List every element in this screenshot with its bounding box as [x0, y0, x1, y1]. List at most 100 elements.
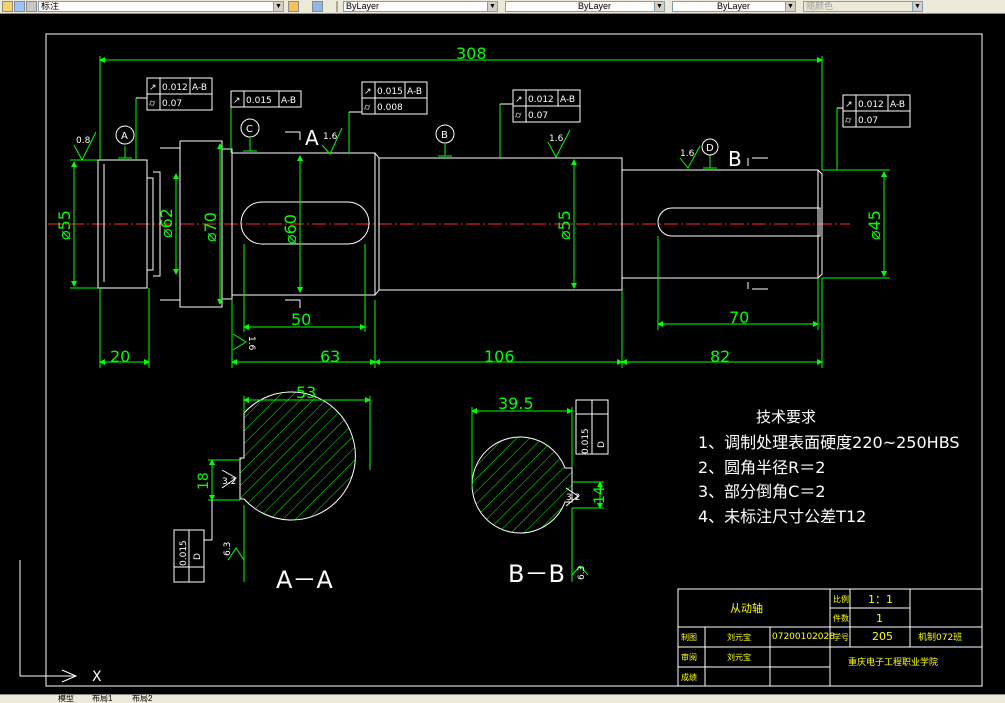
linetype-select[interactable]: ByLayer ▼	[505, 1, 665, 12]
roughness-1-6-a: 1.6	[323, 132, 338, 142]
roughness-3-2-b: 3.2	[566, 493, 580, 503]
tb-drawn-label: 制图	[681, 632, 697, 642]
chevron-down-icon: ▼	[912, 2, 922, 11]
gdt-frame-2: 0.015 A-B ↗	[230, 90, 302, 108]
runout-icon: ↗	[233, 96, 241, 106]
dim-key-50: 50	[291, 310, 311, 329]
runout-icon: ↗	[515, 95, 523, 105]
gdt-2-ref: A-B	[281, 96, 296, 106]
toolbar-separator	[336, 1, 338, 12]
gdt-frame-5: 0.012 A-B 0.07 ↗ ⌭	[837, 94, 911, 128]
dimension-text: 308 20 63 106 82 50 70 ⌀55 ⌀62 ⌀70 ⌀60 ⌀…	[55, 44, 884, 366]
gdt-1-tol1: 0.012	[162, 83, 188, 93]
dim-section-b-depth: 14	[592, 486, 608, 504]
gdt-3-tol1: 0.015	[377, 87, 403, 97]
tech-line-1: 1、调制处理表面硬度220~250HBS	[698, 433, 960, 452]
shaft-outline	[97, 140, 823, 308]
gdt-a-ref: D	[193, 553, 203, 560]
section-b-label: B－B	[508, 560, 565, 588]
tb-drawn-name: 刘元宝	[727, 632, 751, 642]
make-current-layer-icon[interactable]	[288, 1, 299, 12]
chevron-down-icon[interactable]: ▼	[487, 2, 497, 11]
title-block: 从动轴 比例 1：1 件数 1 制图 刘元宝 07200102028 学号 20…	[677, 588, 983, 687]
chevron-down-icon[interactable]: ▼	[785, 2, 795, 11]
section-a-label: A－A	[276, 566, 333, 594]
lineweight-select-value: ByLayer	[717, 1, 751, 11]
roughness-text: 0.8 1.6 1.6 1.6 1.6	[76, 132, 695, 351]
roughness-1-6-b: 1.6	[549, 134, 564, 144]
color-select-value: ByLayer	[346, 1, 380, 11]
gdt-3-tol2: 0.008	[377, 103, 403, 113]
cylindricity-icon: ⌭	[149, 99, 156, 109]
datum-d: D	[706, 143, 714, 154]
color-select[interactable]: ByLayer ▼	[343, 1, 498, 12]
runout-icon: ↗	[149, 83, 157, 93]
lineweight-select[interactable]: ByLayer ▼	[672, 1, 796, 12]
tb-seq-value: 205	[872, 630, 893, 643]
dim-len-82: 82	[710, 347, 730, 366]
cylindricity-icon: ⌭	[845, 116, 852, 126]
datum-symbols: A C B D A B	[115, 118, 742, 171]
roughness-0-8: 0.8	[76, 136, 91, 146]
layout-tabs: 模型 布局1 布局2	[0, 694, 1005, 703]
tab-layout-1[interactable]: 布局1	[92, 695, 113, 703]
layer-previous-icon[interactable]	[312, 1, 323, 12]
plotstyle-select: 随颜色 ▼	[803, 1, 923, 12]
dim-key-70: 70	[729, 308, 749, 327]
chevron-down-icon[interactable]: ▼	[654, 2, 664, 11]
tb-part-name: 从动轴	[730, 601, 763, 615]
plotstyle-select-value: 随颜色	[806, 1, 834, 11]
gdt-5-ref: A-B	[890, 100, 905, 110]
tab-model[interactable]: 模型	[58, 695, 74, 703]
gdt-4-tol1: 0.012	[528, 95, 554, 105]
drawing-canvas[interactable]: 308 20 63 106 82 50 70 ⌀55 ⌀62 ⌀70 ⌀60 ⌀…	[0, 14, 1005, 703]
drawing-border	[45, 33, 983, 687]
tech-title: 技术要求	[756, 408, 816, 426]
roughness-6-3-b: 6.3	[577, 566, 587, 580]
roughness-3-2-a: 3.2	[222, 477, 236, 487]
dim-len-106: 106	[484, 347, 515, 366]
gdt-1-tol2: 0.07	[162, 99, 182, 109]
section-b-view: 39.5 14 3.2 6.3 0.015 D B－B	[471, 394, 609, 588]
layer-select[interactable]: 标注 ▼	[38, 1, 284, 12]
cylindricity-icon: ⌭	[364, 103, 371, 113]
cylindricity-icon: ⌭	[515, 111, 522, 121]
layer-select-value: 标注	[41, 1, 60, 11]
layer-bulb-icon[interactable]	[2, 1, 13, 12]
tech-line-3: 3、部分倒角C＝2	[698, 482, 826, 501]
dim-len-63: 63	[320, 347, 340, 366]
datum-a: A	[121, 131, 128, 142]
tb-school: 重庆电子工程职业学院	[848, 656, 938, 668]
gdt-4-ref: A-B	[560, 95, 575, 105]
tab-layout-2[interactable]: 布局2	[132, 695, 153, 703]
gdt-1-ref: A-B	[192, 83, 207, 93]
gdt-2-tol1: 0.015	[246, 96, 272, 106]
dim-d55-left: ⌀55	[55, 210, 74, 240]
section-cut-markers	[285, 131, 768, 308]
roughness-6-3-a: 6.3	[223, 542, 233, 556]
dim-section-a-width: 53	[296, 383, 316, 402]
gdt-frame-3: 0.015 A-B 0.008 ↗ ⌭	[349, 81, 428, 115]
tb-qty-label: 件数	[833, 613, 849, 623]
layer-color-icon[interactable]	[26, 1, 37, 12]
linetype-select-value: ByLayer	[578, 1, 612, 11]
layer-lock-icon[interactable]	[14, 1, 25, 12]
dim-d70: ⌀70	[201, 212, 220, 242]
axis-x-label: X	[92, 669, 102, 685]
runout-icon: ↗	[364, 87, 372, 97]
technical-requirements: 技术要求 1、调制处理表面硬度220~250HBS 2、圆角半径R＝2 3、部分…	[698, 408, 960, 526]
tb-grade-label: 成绩	[681, 672, 697, 682]
cut-label-a: A	[305, 126, 319, 150]
section-a-view: 53 18 3.2 6.3 0.015 D A－A	[173, 383, 371, 594]
dim-section-b-width: 39.5	[498, 394, 534, 413]
dim-d62: ⌀62	[157, 208, 176, 238]
dim-len-20: 20	[110, 347, 130, 366]
dim-section-a-depth: 18	[196, 472, 212, 490]
tb-class-value: 机制072班	[918, 631, 962, 643]
dim-d55-mid: ⌀55	[555, 210, 574, 240]
dimension-lines	[70, 56, 890, 368]
chevron-down-icon[interactable]: ▼	[273, 2, 283, 11]
gdt-frame-1: 0.012 A-B 0.07 ↗ ⌭	[136, 77, 213, 111]
tb-scale-label: 比例	[833, 594, 849, 604]
